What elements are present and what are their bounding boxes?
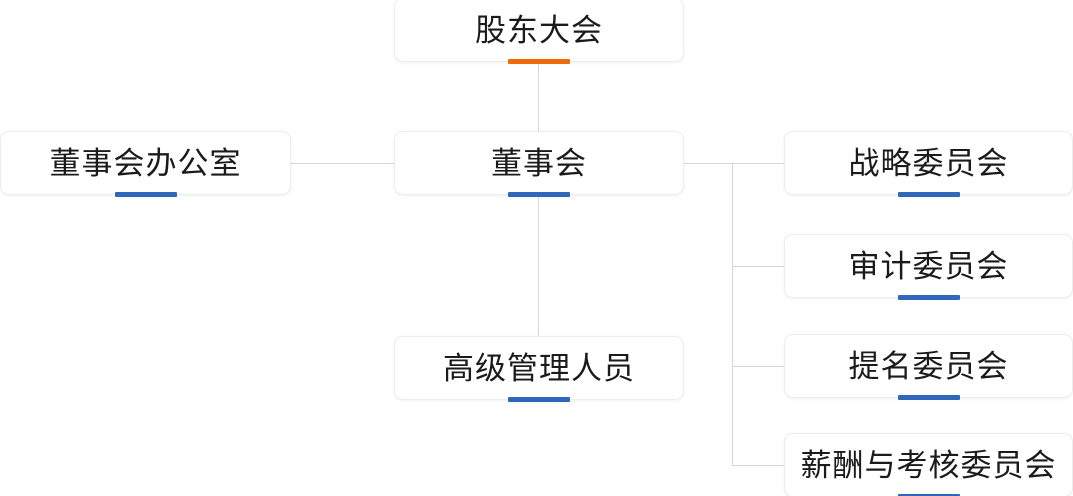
node-label-strategy-committee: 战略委员会 bbox=[848, 145, 1009, 181]
node-nomination-committee[interactable]: 提名委员会 bbox=[784, 334, 1073, 400]
accent-underline-blue bbox=[508, 397, 570, 402]
node-board-of-directors[interactable]: 董事会 bbox=[394, 131, 684, 197]
accent-underline-blue bbox=[897, 192, 960, 197]
accent-underline-blue bbox=[897, 395, 960, 400]
node-label-nomination-committee: 提名委员会 bbox=[848, 348, 1009, 384]
node-compensation-committee[interactable]: 薪酬与考核委员会 bbox=[784, 433, 1073, 496]
node-board-office[interactable]: 董事会办公室 bbox=[0, 131, 291, 197]
connector-trunk-to-nomination-committee bbox=[732, 366, 784, 367]
node-label-board-office: 董事会办公室 bbox=[49, 145, 242, 181]
connector-committee-trunk bbox=[732, 163, 733, 466]
node-label-shareholders-meeting: 股东大会 bbox=[475, 12, 603, 48]
connector-trunk-to-audit-committee bbox=[732, 266, 784, 267]
node-shareholders-meeting[interactable]: 股东大会 bbox=[394, 0, 684, 64]
node-audit-committee[interactable]: 审计委员会 bbox=[784, 234, 1073, 300]
connector-board-office-to-board bbox=[291, 163, 395, 164]
node-label-senior-management: 高级管理人员 bbox=[443, 350, 635, 386]
connector-trunk-to-compensation-committee bbox=[732, 465, 784, 466]
node-label-compensation-committee: 薪酬与考核委员会 bbox=[800, 447, 1057, 483]
accent-underline-blue bbox=[897, 295, 960, 300]
node-label-audit-committee: 审计委员会 bbox=[848, 248, 1009, 284]
connector-board-to-right-trunk bbox=[682, 163, 784, 164]
node-label-board-of-directors: 董事会 bbox=[491, 145, 587, 181]
accent-underline-blue bbox=[897, 494, 960, 496]
connector-board-to-senior-management bbox=[538, 195, 539, 337]
accent-underline-blue bbox=[508, 192, 570, 197]
node-senior-management[interactable]: 高级管理人员 bbox=[394, 336, 684, 402]
node-strategy-committee[interactable]: 战略委员会 bbox=[784, 131, 1073, 197]
connector-shareholders-to-board bbox=[538, 61, 539, 132]
accent-underline-orange bbox=[508, 59, 570, 64]
accent-underline-blue bbox=[114, 192, 177, 197]
